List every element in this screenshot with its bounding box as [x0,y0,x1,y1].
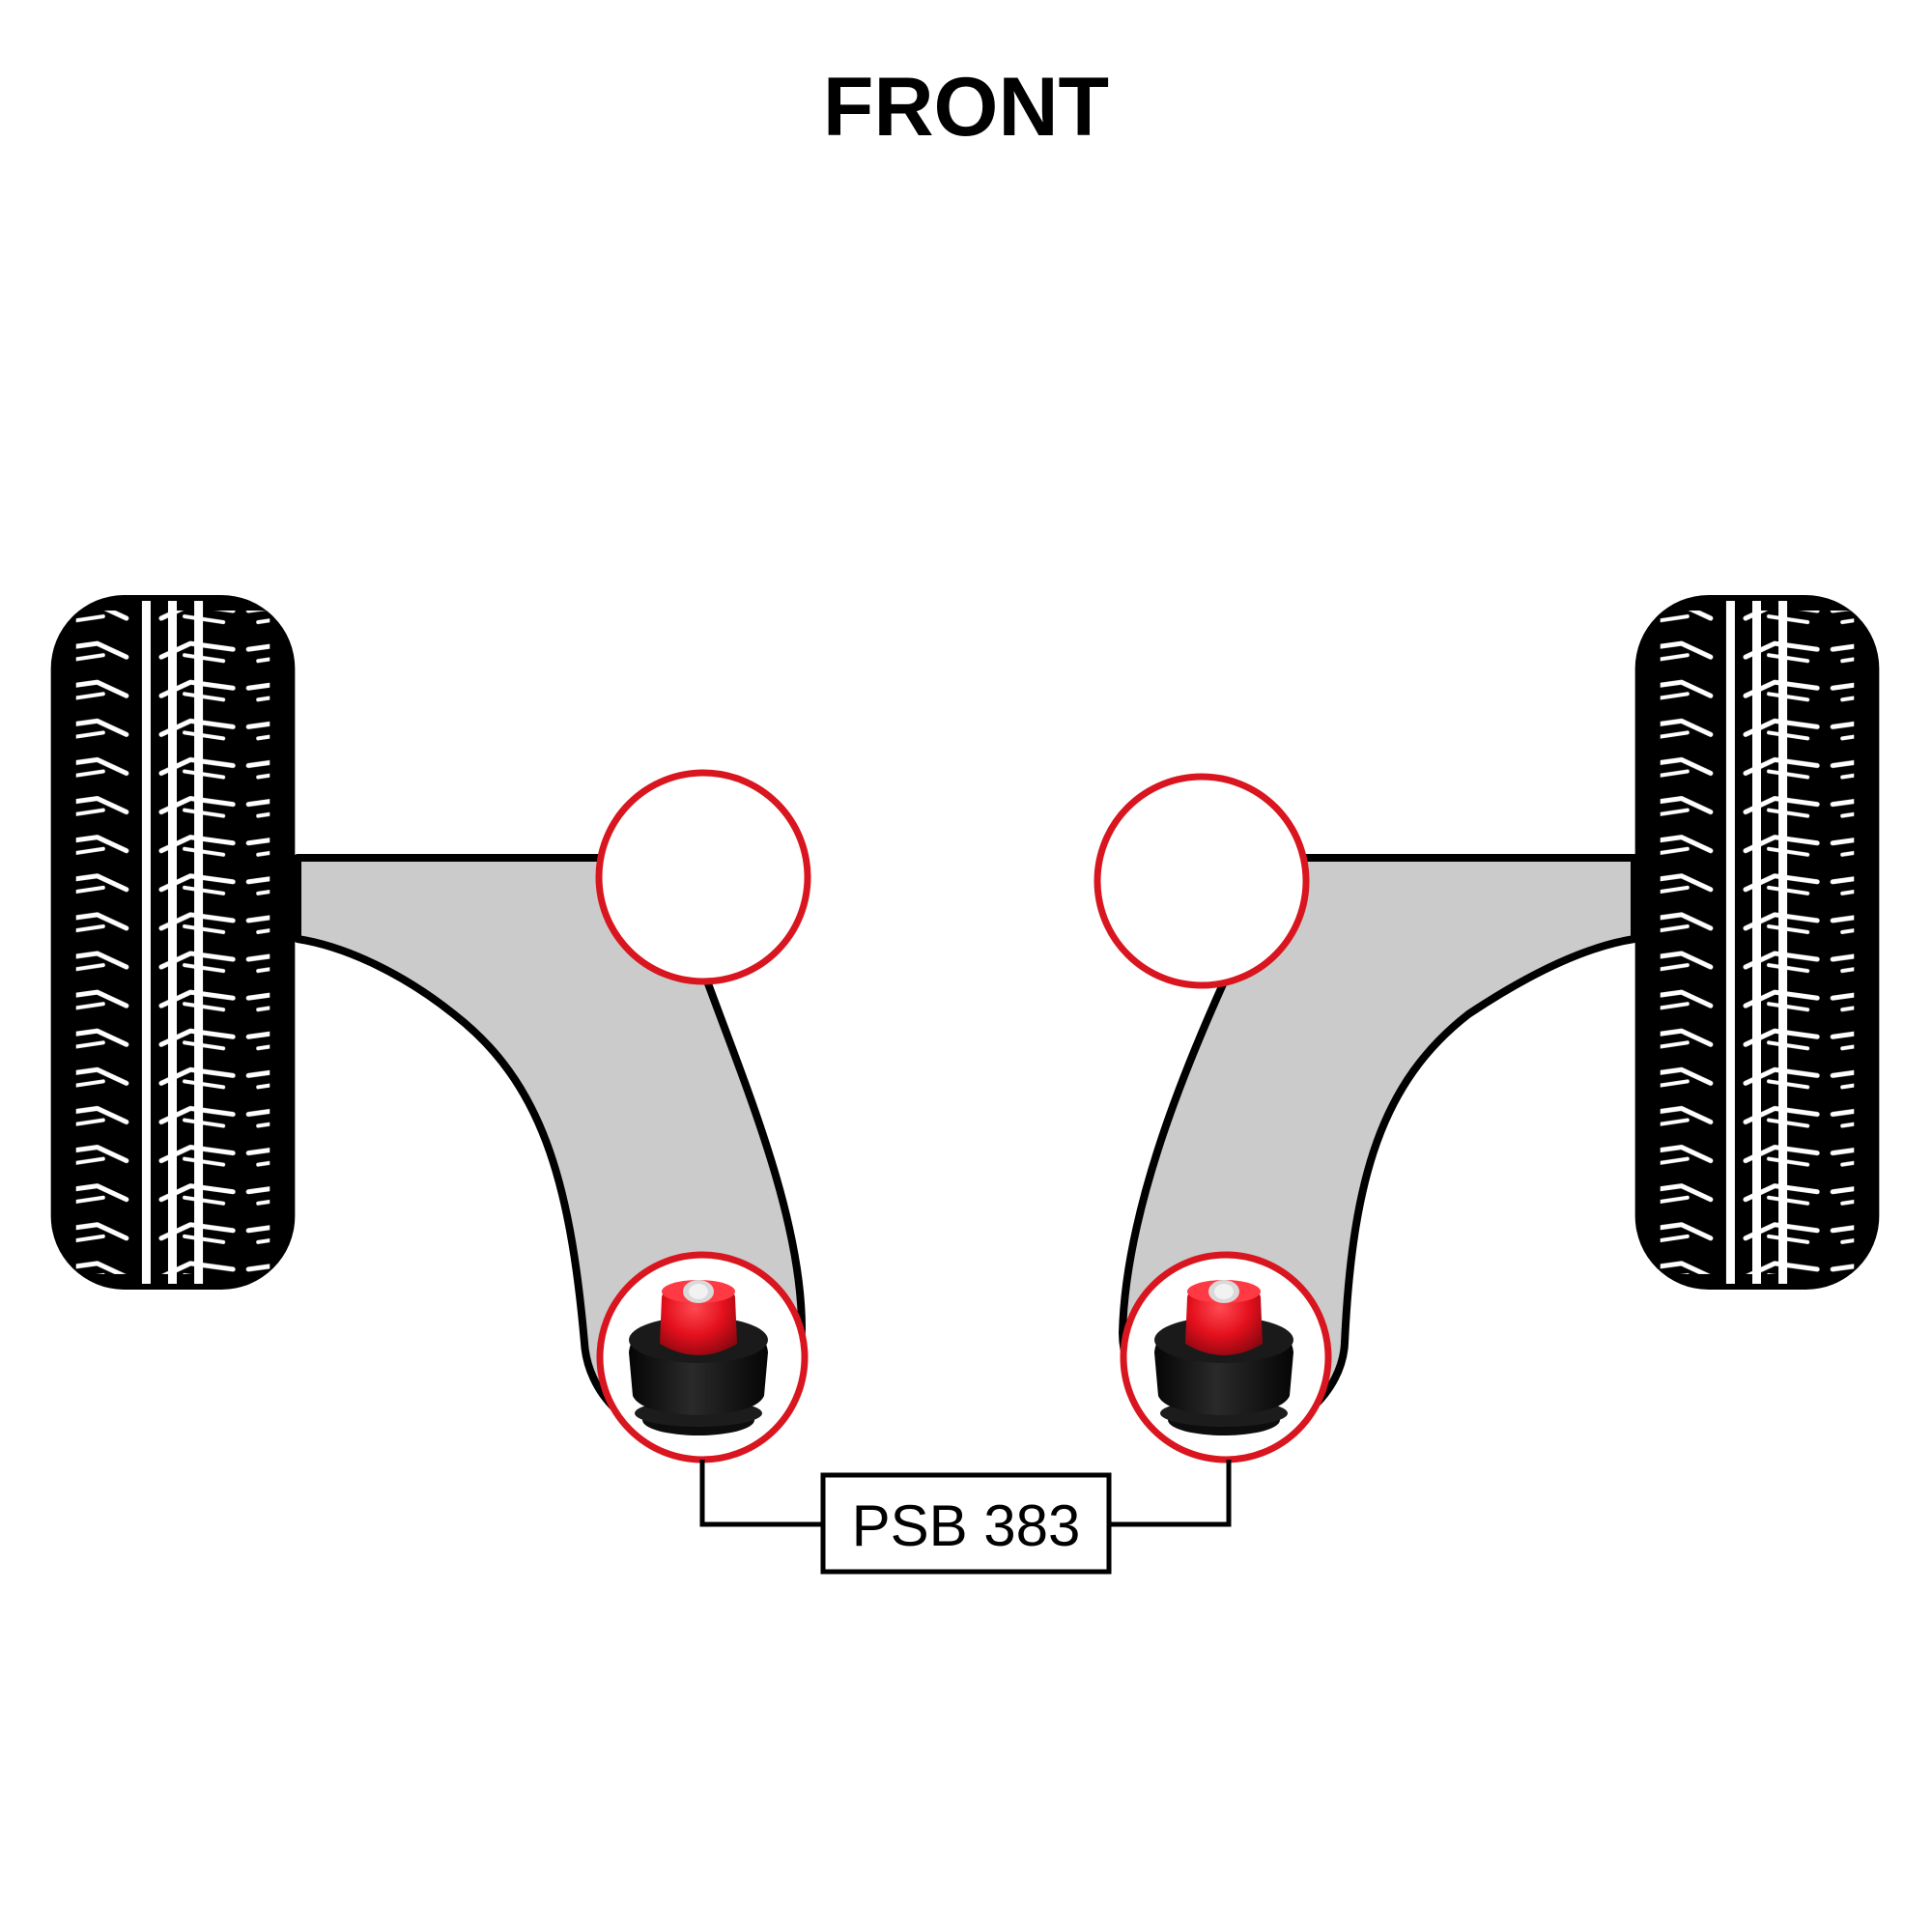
part-number-label: PSB 383 [852,1493,1081,1558]
left-front-bush-location [595,769,811,985]
part-label-box [820,1472,1112,1575]
diagram-title: FRONT [823,61,1109,154]
right-tyre [1634,595,1880,1290]
left-tyre [50,595,296,1290]
callout-connector [699,1460,1232,1527]
right-front-bush-location [1094,773,1310,989]
